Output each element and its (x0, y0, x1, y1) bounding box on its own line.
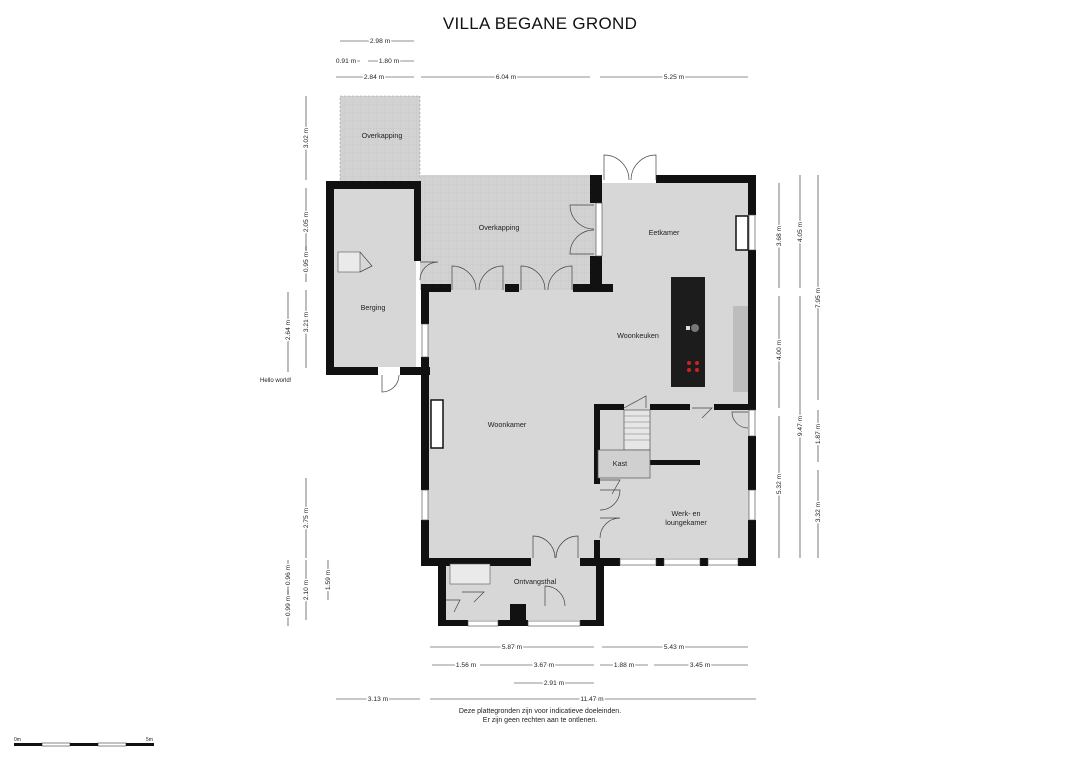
dim-right-795: 7.95 m (815, 287, 822, 308)
dim-right-532: 5.32 m (776, 473, 783, 494)
disclaimer-line-1: Deze plattegronden zijn voor indicatieve… (458, 708, 622, 715)
dim-bot-156: 1.56 m (456, 662, 477, 669)
dim-top-180: 1.80 m (379, 58, 400, 65)
room-eetkamer: Eetkamer (649, 228, 680, 237)
windows (421, 202, 756, 627)
dim-left-099: 0.99 m (285, 595, 292, 616)
doors (359, 154, 749, 613)
dim-left-264: 2.64 m (285, 319, 292, 340)
dim-left-159: 1.59 m (325, 569, 332, 590)
scale-end: 5m (146, 737, 153, 743)
dim-bot-313: 3.13 m (368, 696, 389, 703)
kast-box (597, 449, 651, 479)
dim-right-368: 3.68 m (776, 225, 783, 246)
dimension-lines (287, 40, 819, 700)
disclaimer: Deze plattegronden zijn voor indicatieve… (390, 707, 690, 725)
room-kast: Kast (613, 459, 627, 468)
room-werk-line2: loungekamer (665, 518, 707, 527)
dim-left-096: 0.96 m (285, 564, 292, 585)
dim-bot-367: 3.67 m (534, 662, 555, 669)
toilet-hal (449, 563, 491, 585)
hob-icon (687, 361, 699, 372)
scale-bar: 0m 5m (14, 737, 154, 747)
dim-left-321: 3.21 m (303, 311, 310, 332)
tap-icon (686, 326, 690, 330)
room-woonkamer: Woonkamer (488, 420, 527, 429)
overkapping-top-floor (339, 95, 421, 183)
room-labels: Overkapping Overkapping Eetkamer Berging… (361, 131, 708, 586)
dim-left-210: 2.10 m (303, 579, 310, 600)
dim-top-091: 0.91 m (336, 58, 357, 65)
dim-bot-345: 3.45 m (690, 662, 711, 669)
fireplace-eetkamer (735, 215, 749, 251)
stairs (623, 409, 651, 451)
fireplace-woonkamer (430, 399, 444, 449)
berging-floor (333, 188, 416, 367)
toilet-berging (337, 251, 361, 273)
dim-bot-1147: 11.47 m (580, 696, 604, 703)
disclaimer-line-2: Er zijn geen rechten aan te ontlenen. (482, 717, 598, 724)
room-woonkeuken: Woonkeuken (617, 331, 659, 340)
dim-top-298: 2.98 m (370, 38, 391, 45)
room-werk-line1: Werk- en (671, 509, 700, 518)
room-berging: Berging (361, 303, 386, 312)
overkapping-mid-floor (420, 175, 596, 290)
dim-left-275: 2.75 m (303, 507, 310, 528)
fixtures (337, 215, 749, 585)
room-overkapping-mid: Overkapping (479, 223, 520, 232)
dim-bot-543: 5.43 m (664, 644, 685, 651)
dim-left-205: 2.05 m (303, 211, 310, 232)
dim-right-400: 4.00 m (776, 339, 783, 360)
kitchen-counter (733, 306, 748, 392)
sink-icon (691, 324, 699, 332)
dim-right-187: 1.87 m (815, 423, 822, 444)
walls (326, 175, 756, 626)
dim-top-525: 5.25 m (664, 74, 685, 81)
werkkamer-floor (596, 408, 750, 558)
dim-left-302: 3.02 m (303, 127, 310, 148)
dim-bot-291: 2.91 m (544, 680, 565, 687)
room-ontvangsthal: Ontvangsthal (514, 577, 557, 586)
room-overkapping-top: Overkapping (362, 131, 403, 140)
dim-left-095: 0.95 m (303, 251, 310, 272)
dim-top-604: 6.04 m (496, 74, 517, 81)
dim-right-947: 9.47 m (797, 415, 804, 436)
dim-right-332: 3.32 m (815, 501, 822, 522)
dim-bot-587: 5.87 m (502, 644, 523, 651)
dim-bot-188: 1.88 m (614, 662, 635, 669)
hello-label: Hello world! (260, 378, 292, 384)
dimension-labels: 2.98 m 0.91 m 1.80 m 2.84 m 6.04 m 5.25 … (284, 37, 824, 705)
dim-right-405: 4.05 m (797, 221, 804, 242)
woonkamer-floor (428, 290, 598, 558)
dim-top-284: 2.84 m (364, 74, 385, 81)
scale-start: 0m (14, 737, 21, 743)
plan-title: VILLA BEGANE GROND (442, 14, 638, 33)
